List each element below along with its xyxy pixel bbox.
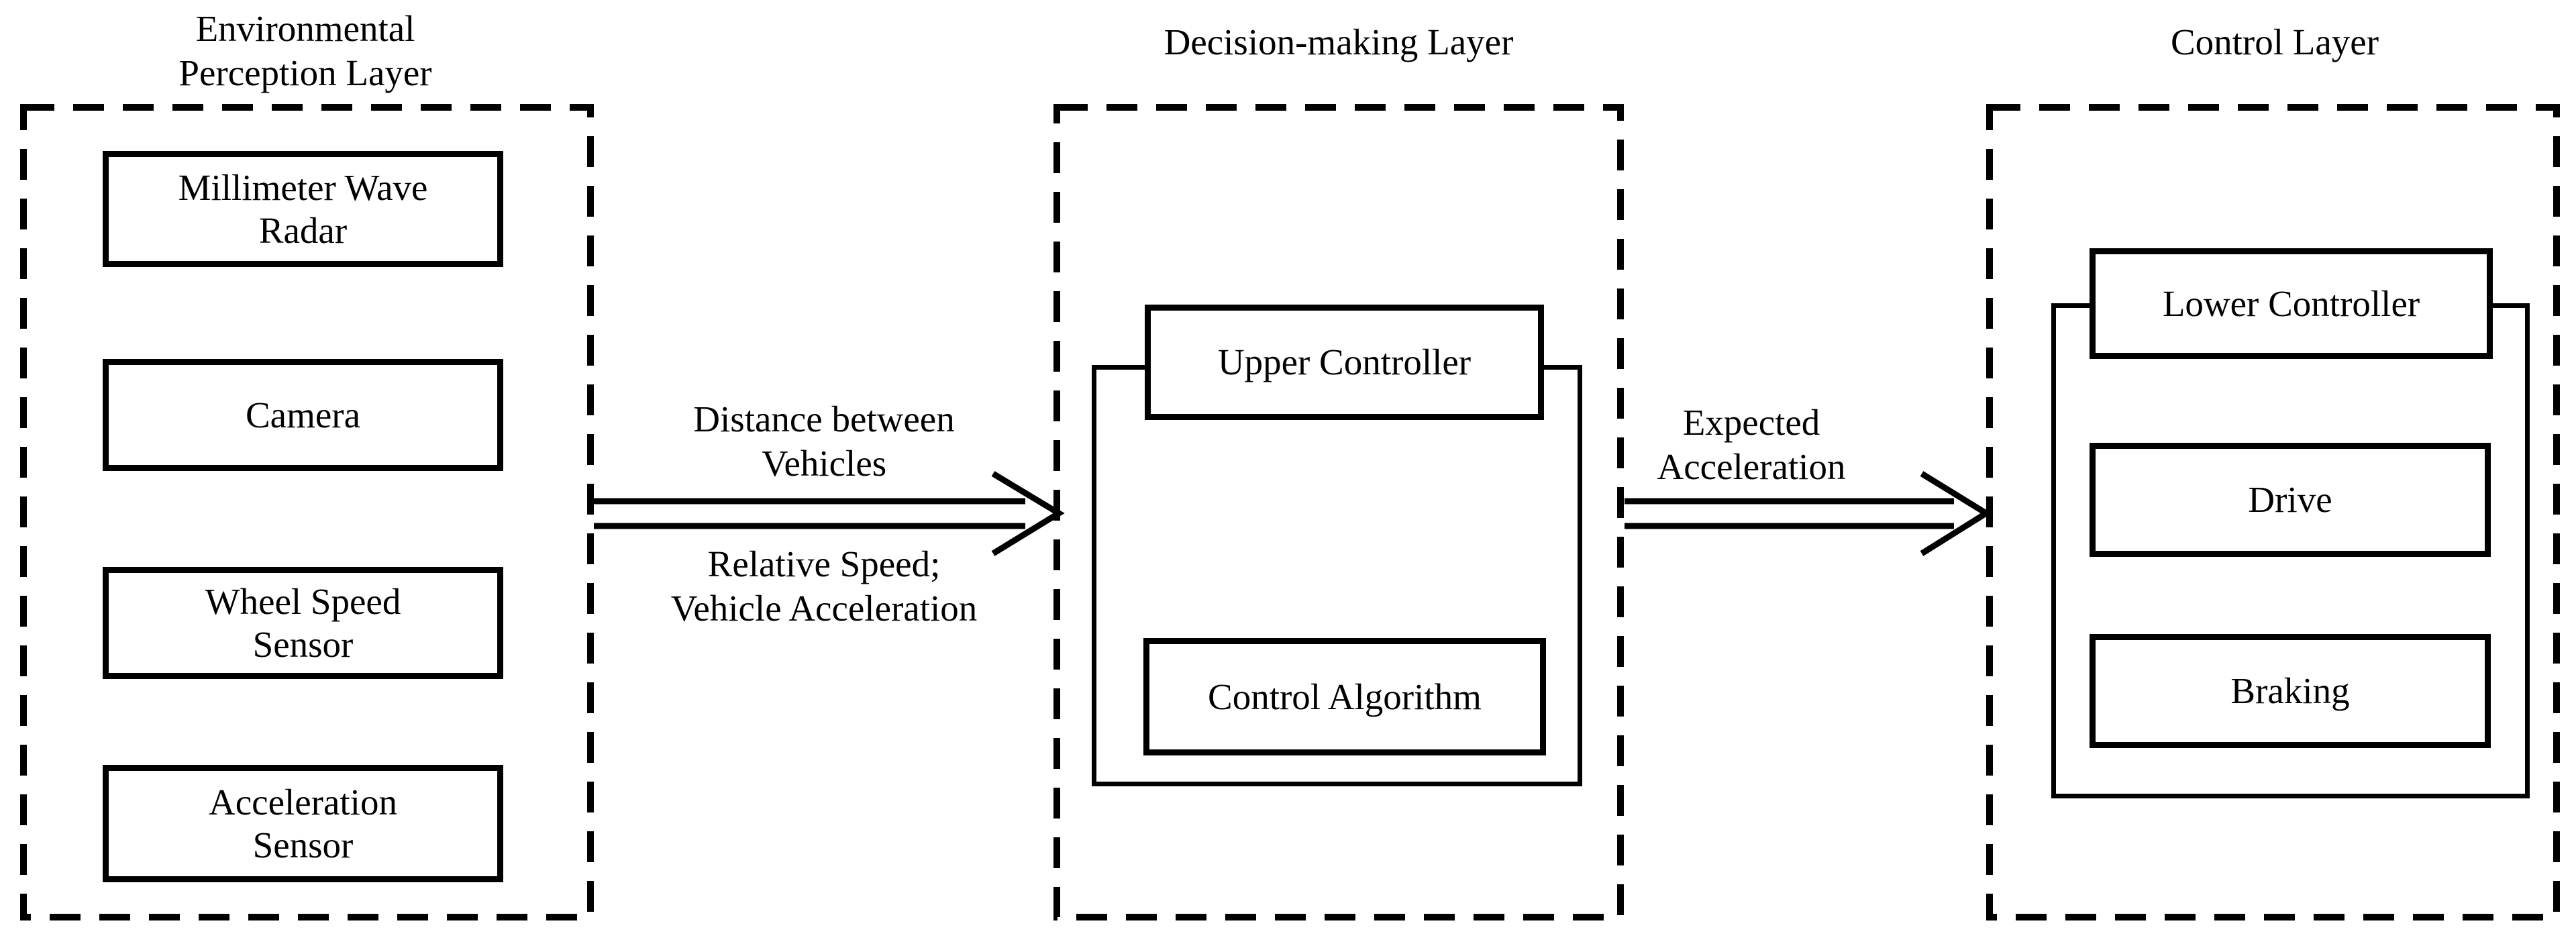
arrow1-top-label: Distance between Vehicles xyxy=(693,399,955,484)
arrow-head-icon xyxy=(1920,471,1992,556)
upper-controller-box: Upper Controller xyxy=(1145,305,1544,420)
control-algorithm-box: Control Algorithm xyxy=(1143,638,1546,755)
lower-controller-box: Lower Controller xyxy=(2090,248,2493,359)
arrow2-label: Expected Acceleration xyxy=(1657,402,1846,487)
control-layer-title: Control Layer xyxy=(2170,21,2379,62)
braking-box: Braking xyxy=(2090,634,2491,748)
arrow-decision-to-control xyxy=(1625,471,1992,556)
millimeter-wave-radar-box: Millimeter Wave Radar xyxy=(103,151,503,267)
drive-box: Drive xyxy=(2090,443,2491,557)
wheel-speed-sensor-box: Wheel Speed Sensor xyxy=(103,567,503,679)
environmental-layer-dashed-border xyxy=(20,104,594,920)
decision-layer-title: Decision-making Layer xyxy=(1164,21,1514,62)
camera-box: Camera xyxy=(103,359,503,471)
arrow-perception-to-decision xyxy=(594,471,1065,556)
environmental-layer-title: Environmental Perception Layer xyxy=(178,8,432,93)
arrow1-bottom-label: Relative Speed; Vehicle Acceleration xyxy=(670,543,978,629)
acceleration-sensor-box: Acceleration Sensor xyxy=(103,765,503,882)
arrow-head-icon xyxy=(991,471,1065,556)
